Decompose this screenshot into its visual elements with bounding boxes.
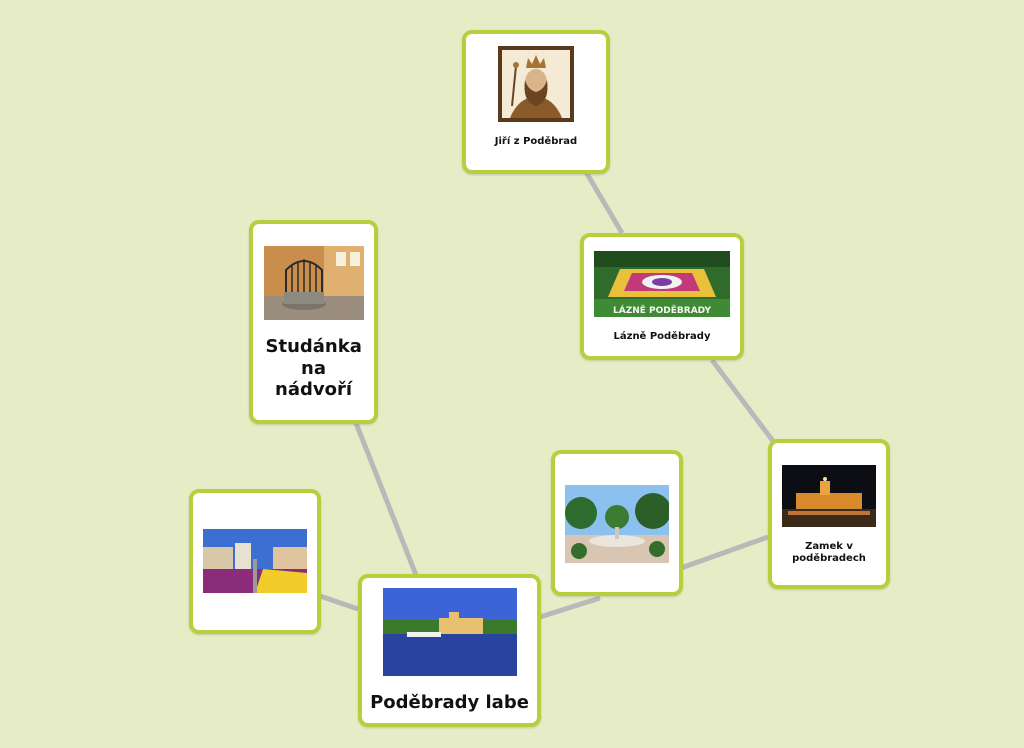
link-lazne-zamek xyxy=(710,358,775,443)
flower-garden-image: LÁZNĚ PODĚBRADY xyxy=(594,251,730,317)
link-labe-studanka xyxy=(353,422,419,576)
castle-night-image xyxy=(782,465,876,527)
park-fountain-image xyxy=(565,485,669,563)
node-label: Lázně Poděbrady xyxy=(613,331,711,342)
river-castle-image xyxy=(382,588,517,676)
node-podebrady-labe[interactable]: Poděbrady labe xyxy=(358,574,541,727)
town-square-flowers-image xyxy=(203,529,307,593)
node-jiri-z-podebrad[interactable]: Jiří z Poděbrad xyxy=(462,30,610,174)
link-park-labe xyxy=(539,595,601,620)
node-label: Studánka na nádvoří xyxy=(265,336,362,401)
node-park-fountain[interactable] xyxy=(551,450,683,596)
node-label: Poděbrady labe xyxy=(370,692,529,713)
link-zamek-park xyxy=(680,534,769,571)
node-town-square[interactable] xyxy=(189,489,321,634)
king-portrait-image xyxy=(498,46,574,122)
image-text: LÁZNĚ PODĚBRADY xyxy=(613,304,711,316)
link-jiri-lazne xyxy=(583,170,625,235)
node-zamek-v-podebradech[interactable]: Zamek v poděbradech xyxy=(768,439,890,589)
node-label: Jiří z Poděbrad xyxy=(494,136,578,147)
link-labe-namesti xyxy=(319,593,359,612)
courtyard-well-image xyxy=(263,246,364,320)
node-lazne-podebrady[interactable]: LÁZNĚ PODĚBRADY Lázně Poděbrady xyxy=(580,233,744,360)
node-label: Zamek v poděbradech xyxy=(792,541,866,564)
node-studanka-na-nadvori[interactable]: Studánka na nádvoří xyxy=(249,220,378,424)
